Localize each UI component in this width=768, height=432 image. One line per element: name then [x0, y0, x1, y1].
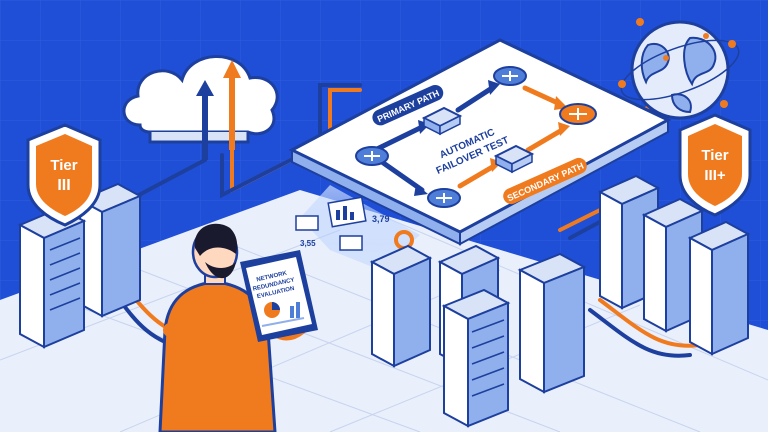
router-icon	[355, 146, 389, 166]
server-rack-center-front	[441, 288, 511, 428]
cloud-uplink-arrows	[196, 60, 241, 160]
server-rack-right-3	[687, 220, 751, 356]
holo-value-1: 3,79	[372, 214, 390, 224]
tier-shield-right: Tier III+	[678, 113, 752, 217]
shield-left-line1: Tier	[50, 157, 77, 174]
destination-router-icon	[559, 103, 597, 125]
hologram-widgets: 3,79 3,55	[295, 196, 414, 251]
switch-icon	[493, 144, 535, 174]
switch-icon	[421, 106, 463, 136]
shield-right-line2: III+	[704, 167, 726, 184]
server-rack-left-front	[17, 206, 87, 349]
router-icon	[427, 188, 461, 208]
tier-shield-left: Tier III	[26, 123, 102, 227]
server-rack-center-far	[517, 252, 587, 394]
globe-icon	[618, 18, 740, 120]
tablet-device: NETWORK REDUNDANCY EVALUATION	[240, 250, 318, 342]
failover-diagram-panel: PRIMARY PATH SECONDARY PATH AUTOMATIC FA…	[288, 38, 672, 246]
router-icon	[493, 66, 527, 86]
shield-right-line1: Tier	[701, 147, 728, 164]
holo-value-2: 3,55	[300, 239, 316, 248]
person-with-tablet	[158, 223, 307, 432]
shield-left-line2: III	[57, 177, 70, 194]
server-rack-center-back	[369, 244, 433, 368]
